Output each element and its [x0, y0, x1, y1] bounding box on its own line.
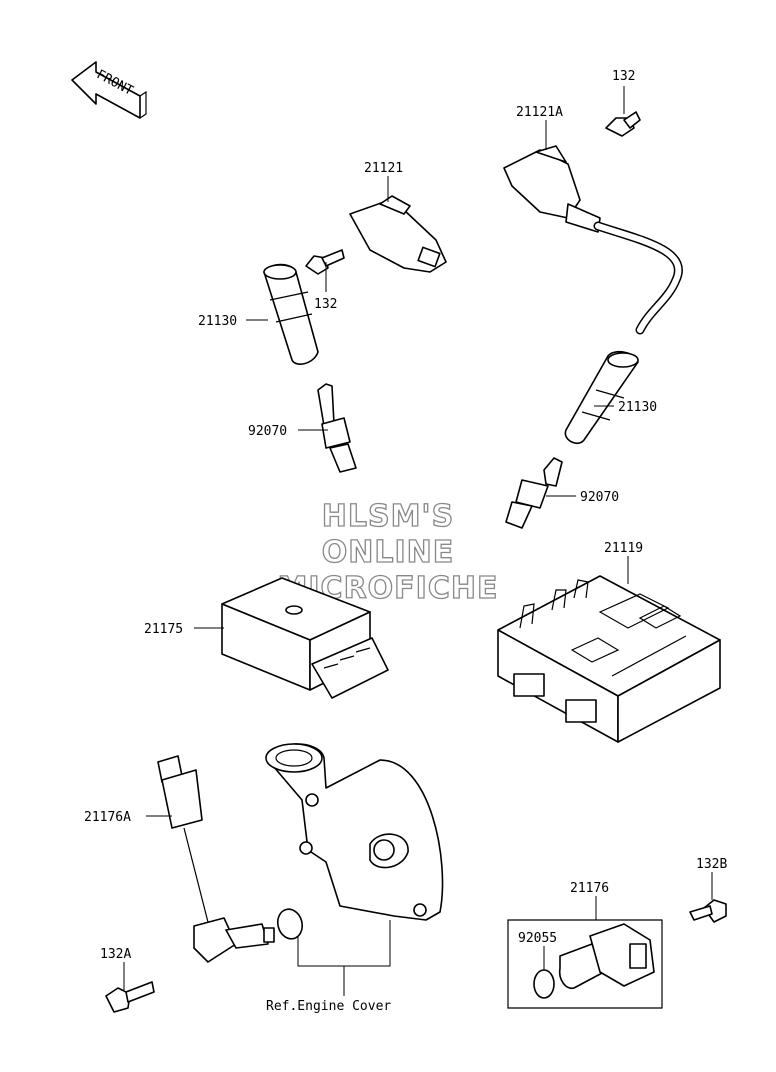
bolt-132-top	[605, 111, 641, 137]
callout-21130-right: 21130	[618, 400, 657, 415]
sensor-21176A	[157, 755, 275, 963]
callout-21175: 21175	[144, 622, 183, 637]
spark-plug-right	[505, 457, 563, 529]
ecu-21119	[497, 575, 721, 743]
leader-lines	[123, 86, 713, 996]
sensor-assembly-21176	[507, 919, 663, 1009]
bolt-132A	[105, 981, 155, 1013]
engine-cover-reference	[265, 743, 444, 921]
watermark-line-2: ONLINE	[322, 535, 455, 570]
callout-21176: 21176	[570, 881, 609, 896]
module-21175	[221, 577, 389, 699]
bolt-132B	[689, 899, 727, 923]
callout-132A: 132A	[100, 947, 131, 962]
callout-ref-engine-cover: Ref.Engine Cover	[266, 999, 391, 1014]
callout-21130-left: 21130	[198, 314, 237, 329]
callout-21121A: 21121A	[516, 105, 563, 120]
callout-21121: 21121	[364, 161, 403, 176]
spark-plug-left	[317, 383, 357, 473]
plug-cap-left	[263, 263, 319, 365]
front-arrow-icon: FRONT	[71, 61, 147, 119]
callout-21119: 21119	[604, 541, 643, 556]
watermark-line-1: HLSM'S	[322, 499, 454, 534]
callout-132B: 132B	[696, 857, 727, 872]
callouts: 132 21121A 21121 132 21130 92070 21130 9…	[84, 69, 727, 1014]
callout-21176A: 21176A	[84, 810, 131, 825]
ignition-coil-left	[239, 173, 447, 273]
callout-132-left: 132	[314, 297, 337, 312]
callout-92055: 92055	[518, 931, 557, 946]
plug-cap-right	[564, 350, 639, 445]
bolt-132-left	[305, 249, 345, 275]
callout-92070-left: 92070	[248, 424, 287, 439]
ignition-coil-right	[503, 145, 683, 335]
o-ring-engine-cover	[276, 908, 304, 940]
callout-92070-right: 92070	[580, 490, 619, 505]
callout-132-top: 132	[612, 69, 635, 84]
watermark: HLSM'S ONLINE MICROFICHE	[277, 498, 498, 606]
